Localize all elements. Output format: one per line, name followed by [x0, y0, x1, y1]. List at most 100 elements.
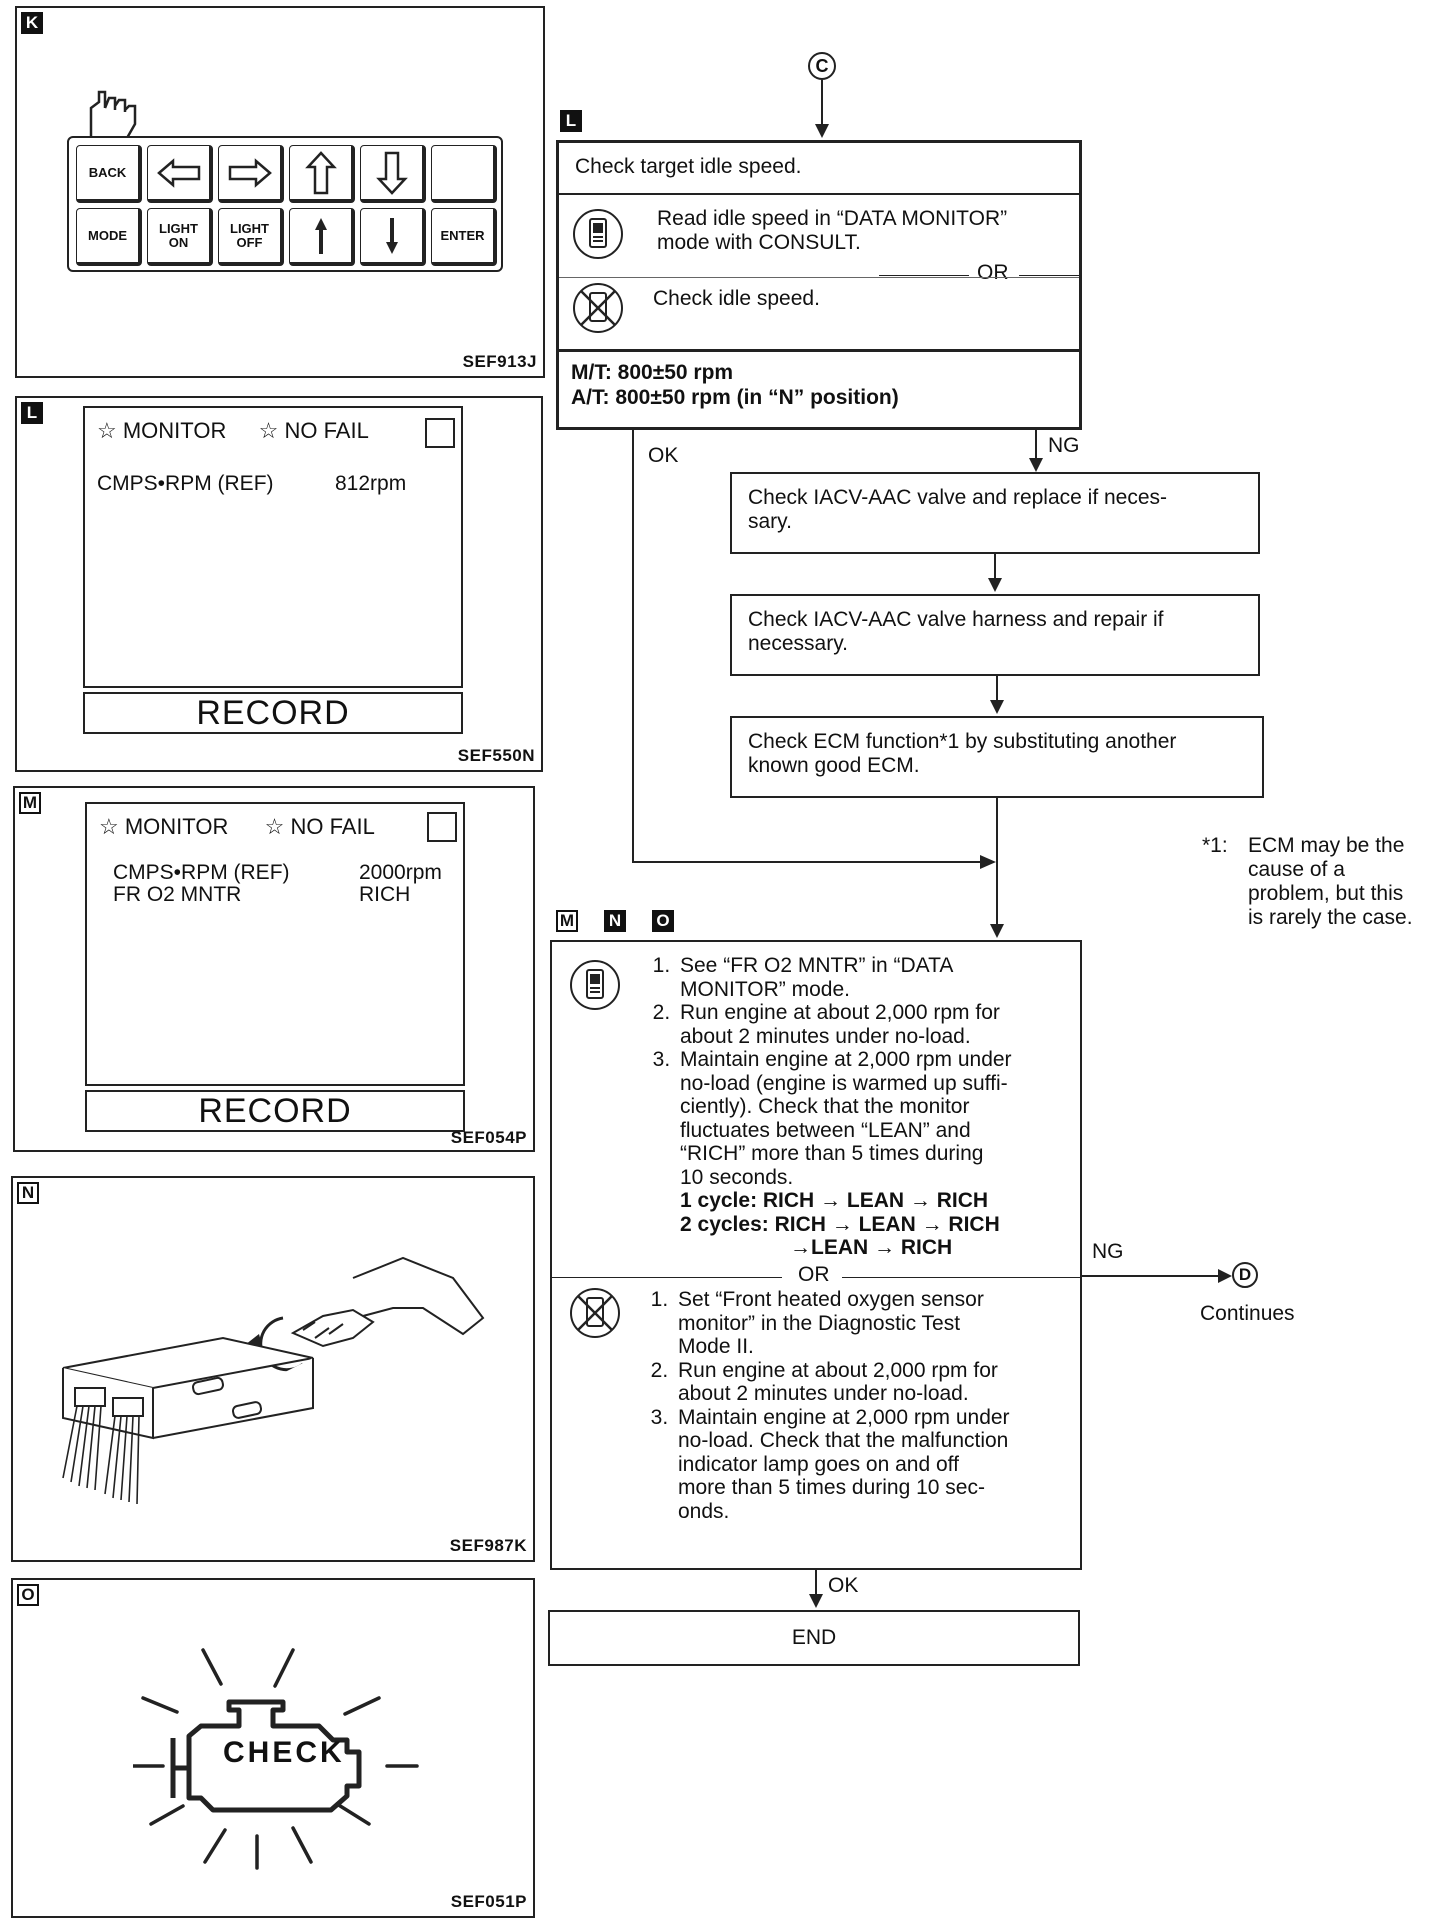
step-line: no-load. Check that the malfunction: [678, 1429, 1009, 1452]
continues-label: Continues: [1200, 1302, 1295, 1325]
or-label: OR: [798, 1263, 830, 1286]
hollow-up-arrow-icon: [304, 150, 337, 194]
step-mno-box: See “FR O2 MNTR” in “DATA MONITOR” mode.…: [550, 940, 1082, 1570]
cycle-2-line: 2 cycles: RICH → LEAN → RICH: [680, 1212, 1000, 1236]
or-divider-right: [842, 1277, 1080, 1278]
manual-step: Run engine at about 2,000 rpm for about …: [674, 1359, 1010, 1406]
manual-instruction: Check idle speed.: [653, 287, 820, 310]
check-lamp-text: CHECK: [223, 1736, 345, 1769]
step-line: Set “Front heated oxygen sensor: [678, 1288, 984, 1311]
monitor-row-values: 2000rpm RICH: [359, 862, 442, 906]
ng-action-line: known good ECM.: [748, 754, 920, 777]
panel-tag: K: [21, 12, 43, 34]
step-tag-n: N: [604, 910, 626, 932]
mode-key-label: MODE: [88, 227, 127, 243]
light-on-key-label-1: LIGHT: [159, 220, 198, 236]
or-divider-left: [552, 1277, 782, 1278]
consult-step: See “FR O2 MNTR” in “DATA MONITOR” mode.: [676, 954, 1012, 1001]
light-on-key-label-2: ON: [168, 234, 189, 250]
consult-instruction: Read idle speed in “DATA MONITOR” mode w…: [657, 207, 1007, 255]
monitor-item-label: FR O2 MNTR: [113, 883, 242, 906]
step-l-box: Check target idle speed. Read idle speed…: [556, 140, 1082, 430]
ecm-unit-illustration: [62, 1256, 485, 1505]
figure-code: SEF987K: [449, 1536, 527, 1555]
step-l-title: Check target idle speed.: [575, 155, 802, 178]
light-off-key[interactable]: LIGHT OFF: [218, 208, 284, 266]
right-arrow-key[interactable]: [218, 145, 284, 203]
connector-c: C: [808, 52, 836, 80]
footnote-marker: *1:: [1202, 834, 1228, 857]
up-arrow-key[interactable]: [289, 145, 355, 203]
figure-code: SEF054P: [450, 1128, 527, 1147]
step-line: ciently). Check that the monitor: [680, 1095, 970, 1118]
footnote-line: cause of a: [1248, 858, 1345, 881]
figure-panel-o: O CHECK SEF051P: [11, 1578, 535, 1918]
light-off-key-label-2: OFF: [236, 234, 263, 250]
status-checkbox[interactable]: [425, 418, 455, 448]
step-line: See “FR O2 MNTR” in “DATA: [680, 954, 954, 977]
thin-down-arrow-icon: [385, 217, 398, 254]
manual-step: Maintain engine at 2,000 rpm under no-lo…: [674, 1406, 1010, 1524]
figure-panel-l: L ☆ MONITOR ☆ NO FAIL CMPS•RPM (REF) 812…: [15, 396, 543, 772]
mode-key[interactable]: MODE: [76, 208, 142, 266]
divider: [559, 193, 1079, 195]
back-key[interactable]: BACK: [76, 145, 142, 203]
end-label: END: [791, 1626, 837, 1649]
step-line: Mode II.: [678, 1335, 754, 1358]
divider: [559, 349, 1079, 352]
blank-key[interactable]: [431, 145, 497, 203]
down-arrow-key[interactable]: [360, 145, 426, 203]
panel-tag: O: [17, 1584, 39, 1606]
connector-d: D: [1232, 1262, 1258, 1288]
flow-arrow: [990, 676, 1004, 714]
figure-panel-k: K BACK MODE LIGHT ON LIGHT OFF: [15, 6, 545, 378]
or-divider-right: [1019, 275, 1079, 276]
consult-tester-icon: [573, 209, 623, 259]
spec-mt: M/T: 800±50 rpm: [571, 361, 734, 384]
step-line: MONITOR” mode.: [680, 977, 850, 1001]
footnote-text: ECM may be the cause of a problem, but t…: [1248, 834, 1413, 930]
enter-key[interactable]: ENTER: [431, 208, 497, 266]
pointing-hand-icon: [89, 90, 137, 148]
ng-action-text: Check ECM function*1 by substituting ano…: [748, 730, 1176, 778]
figure-code: SEF051P: [450, 1892, 527, 1911]
step-line: Run engine at about 2,000 rpm for: [680, 1001, 1000, 1024]
flow-arrowhead-right: [980, 855, 996, 869]
flow-arrow: [990, 798, 1004, 938]
cycle-2-line-cont: →LEAN → RICH: [790, 1236, 953, 1259]
monitor-item-label: CMPS•RPM (REF): [97, 472, 274, 495]
up-key[interactable]: [289, 208, 355, 266]
down-key[interactable]: [360, 208, 426, 266]
monitor-item-value: RICH: [359, 883, 411, 906]
ok-flow-line: [632, 861, 982, 863]
status-checkbox[interactable]: [427, 812, 457, 842]
ok-label: OK: [828, 1574, 859, 1597]
step-line: Run engine at about 2,000 rpm for: [678, 1358, 998, 1382]
step-line: more than 5 times during 10 sec-: [678, 1476, 985, 1499]
enter-key-label: ENTER: [440, 227, 485, 243]
record-button[interactable]: RECORD: [83, 692, 463, 734]
figure-code: SEF550N: [457, 746, 535, 765]
record-button[interactable]: RECORD: [85, 1090, 465, 1132]
ng-action-line: necessary.: [748, 632, 848, 655]
hollow-left-arrow-icon: [156, 157, 200, 188]
no-tools-icon: [570, 1288, 620, 1338]
flow-arrow: [1029, 430, 1043, 472]
light-off-key-label-1: LIGHT: [230, 220, 269, 236]
left-arrow-key[interactable]: [147, 145, 213, 203]
ng-action-box: Check IACV-AAC valve and replace if nece…: [730, 472, 1260, 554]
light-on-key[interactable]: LIGHT ON: [147, 208, 213, 266]
consult-step: Maintain engine at 2,000 rpm under no-lo…: [676, 1048, 1012, 1260]
step-tag-l: L: [560, 110, 582, 132]
consult-monitor-screen: ☆ MONITOR ☆ NO FAIL CMPS•RPM (REF) FR O2…: [85, 802, 465, 1086]
step-tag-o: O: [652, 910, 674, 932]
ng-label: NG: [1048, 434, 1080, 457]
monitor-header: ☆ MONITOR ☆ NO FAIL: [99, 814, 375, 840]
hollow-down-arrow-icon: [375, 151, 408, 195]
hollow-right-arrow-icon: [228, 157, 272, 188]
star-icon: ☆: [264, 814, 285, 839]
consult-keypad: BACK MODE LIGHT ON LIGHT OFF ENTER: [67, 136, 503, 272]
step-line: monitor” in the Diagnostic Test: [678, 1311, 961, 1335]
end-box: END: [548, 1610, 1080, 1666]
monitor-row-value: 812rpm: [335, 472, 406, 496]
